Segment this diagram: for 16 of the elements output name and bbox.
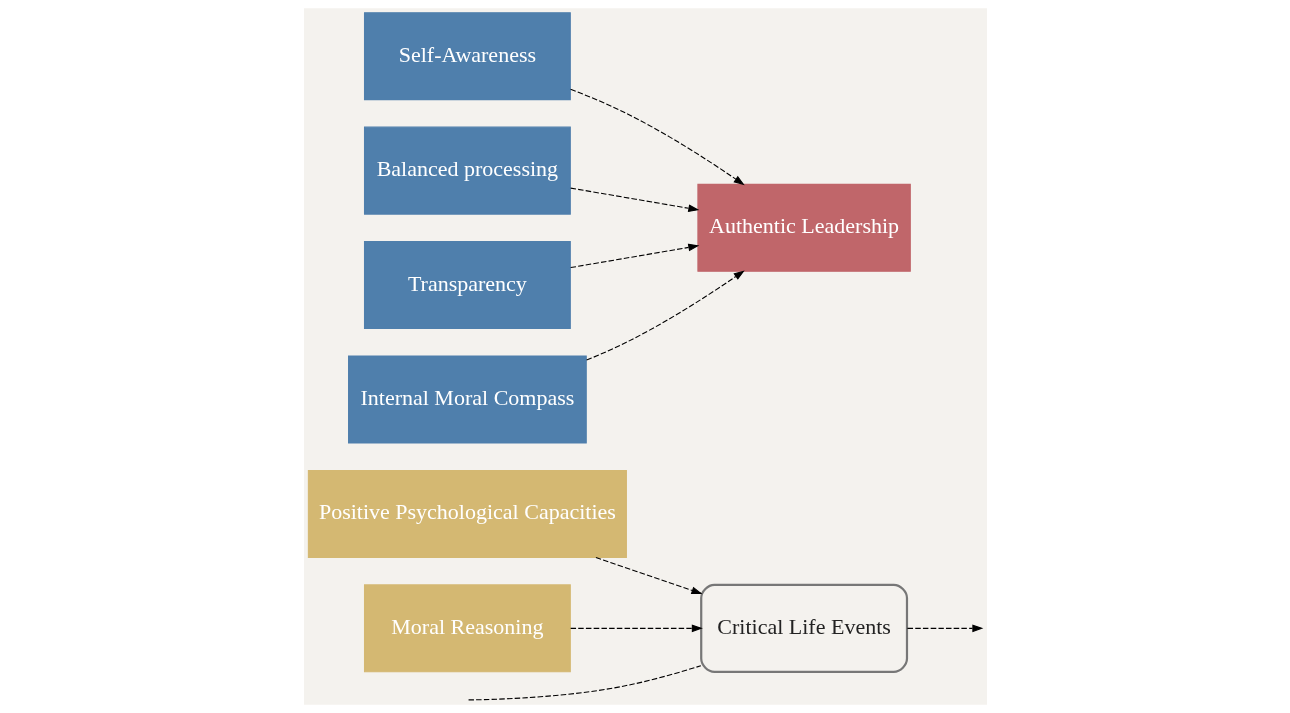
node-box: Critical Life Events [699, 583, 908, 673]
node-box: Moral Reasoning [363, 584, 571, 673]
arrow [585, 270, 745, 361]
node-box: Positive Psychological Capacities [307, 469, 627, 558]
arrow [569, 243, 699, 269]
node-box: Balanced processing [363, 126, 571, 215]
node-box: Internal Moral Compass [347, 355, 587, 444]
arrow [569, 187, 699, 213]
node-box: Authentic Leadership [696, 183, 911, 272]
arrow [906, 624, 983, 633]
node-box: Transparency [363, 241, 571, 330]
arrow [594, 556, 702, 595]
arrow [569, 88, 745, 186]
connector [467, 665, 701, 701]
arrow [569, 624, 703, 633]
node-box: Self-Awareness [363, 12, 571, 101]
